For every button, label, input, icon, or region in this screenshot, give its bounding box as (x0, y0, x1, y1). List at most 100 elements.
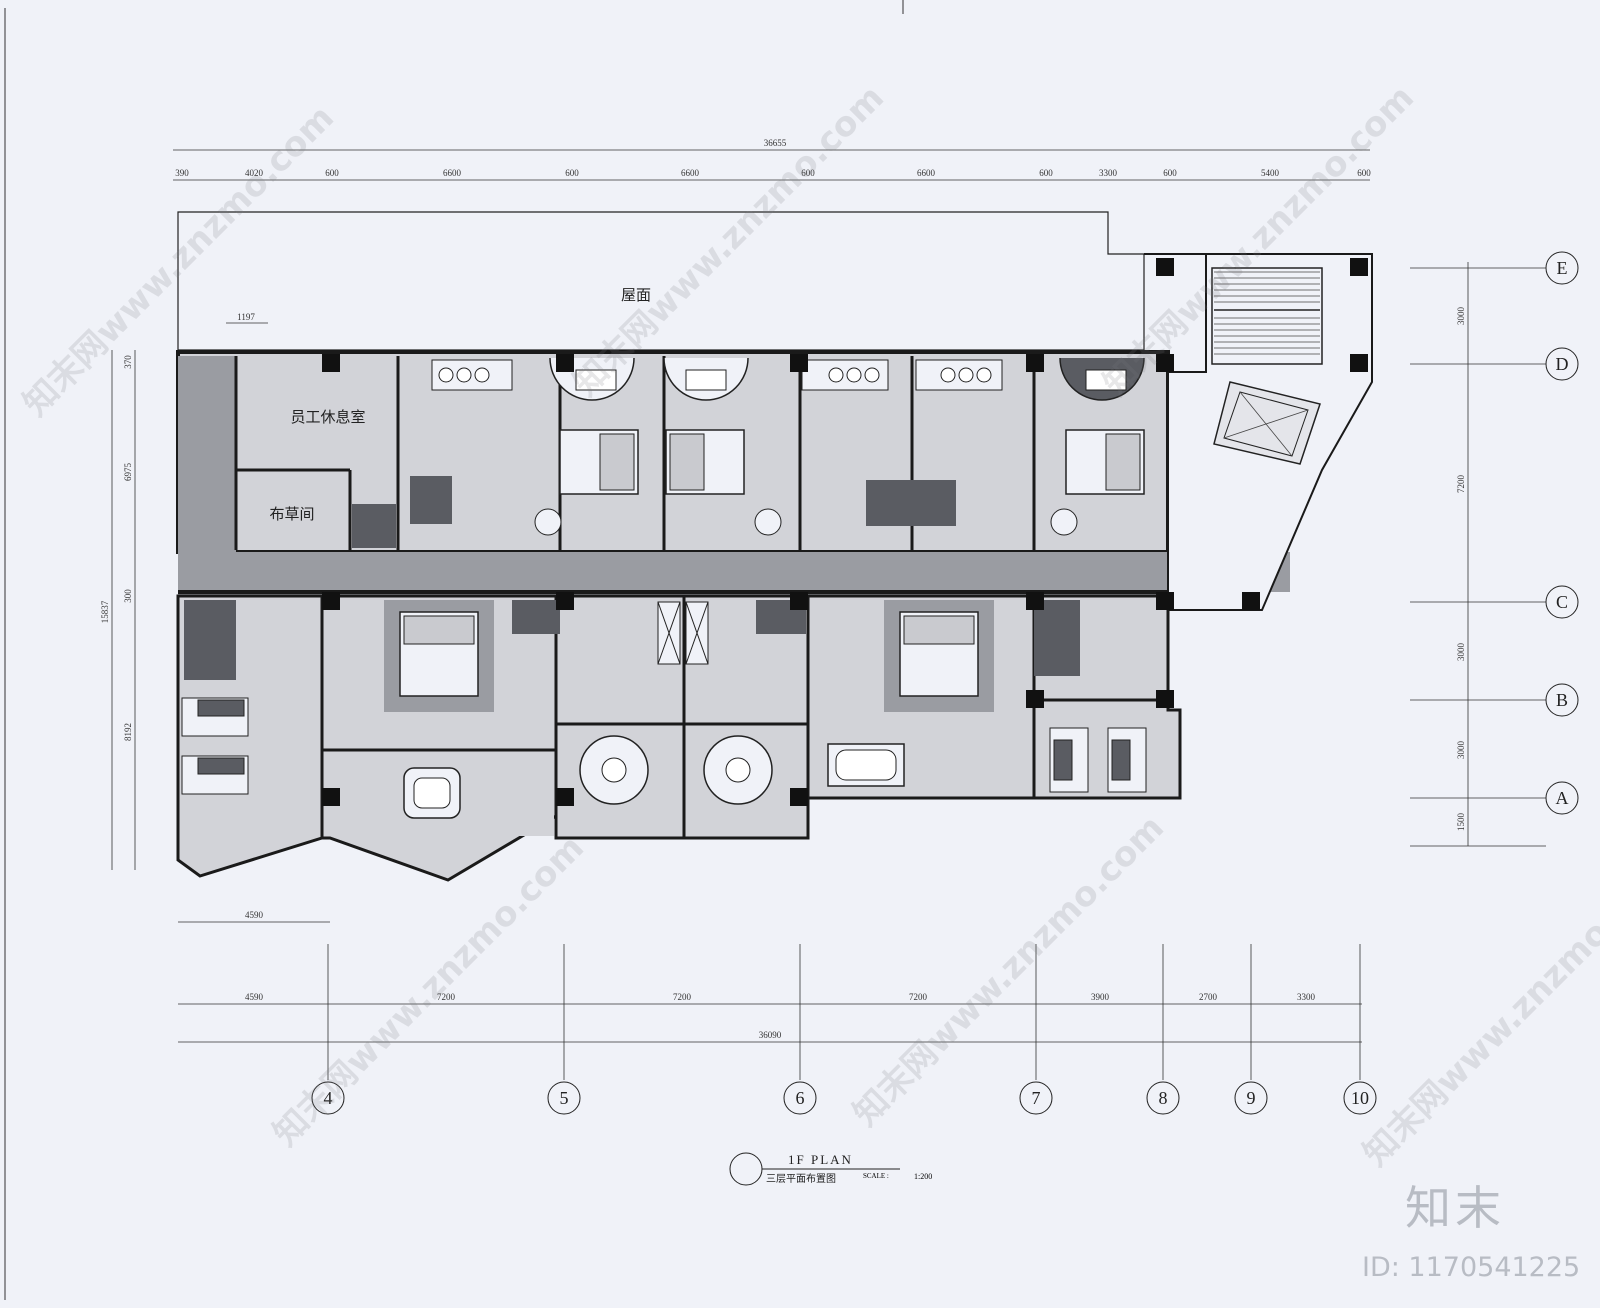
dim-bottom-total: 36090 (759, 1030, 782, 1040)
bed-upper-1 (559, 429, 639, 495)
dim-right-1: 7200 (1456, 475, 1466, 494)
dim-top-seg-7: 6600 (917, 168, 936, 178)
col-axis-label-6: 6 (796, 1088, 805, 1108)
col-axis-label-9: 9 (1247, 1088, 1256, 1108)
dining-table-1 (579, 735, 649, 805)
dim-left-8192: 8192 (123, 723, 133, 741)
staff-wc (352, 504, 396, 548)
col-axis-label-10: 10 (1351, 1088, 1369, 1108)
dim-bottom-seg-0: 4590 (245, 992, 264, 1002)
dim-bottom-seg-2: 7200 (673, 992, 692, 1002)
brand-id: ID: 1170541225 (1362, 1252, 1581, 1283)
staff-lounge (238, 358, 396, 468)
dim-bottom-seg-4: 3900 (1091, 992, 1110, 1002)
row-axis-label-D: D (1556, 354, 1569, 374)
row-axis-label-B: B (1556, 690, 1568, 710)
room-label-staff-lounge: 员工休息室 (290, 408, 365, 426)
col-axis-label-5: 5 (560, 1088, 569, 1108)
roof-outline (177, 211, 1145, 351)
room-label-linen-room: 布草间 (269, 505, 314, 523)
dim-roof-note: 1197 (237, 312, 255, 322)
col-axis-label-7: 7 (1032, 1088, 1041, 1108)
dim-top-seg-11: 5400 (1261, 168, 1280, 178)
dim-top-seg-3: 6600 (443, 168, 462, 178)
dim-right-4: 1500 (1456, 813, 1466, 832)
title-block: 1F PLAN 三层平面布置图 SCALE : 1:200 (728, 1152, 948, 1192)
row-axis-label-E: E (1557, 258, 1568, 278)
bed-upper-3 (1065, 429, 1145, 495)
brand-logo: 知末 (1405, 1181, 1505, 1235)
scale-label: SCALE : (863, 1172, 889, 1180)
right-axes: 3000 7200 3000 3000 1500 E D C B A (1410, 251, 1579, 847)
tub-upper-3 (1059, 357, 1145, 401)
dim-top-seg-10: 600 (1163, 168, 1177, 178)
columns (322, 258, 1368, 806)
tub-upper-2 (663, 357, 749, 401)
dim-top-seg-8: 600 (1039, 168, 1053, 178)
title-cn: 三层平面布置图 (766, 1174, 836, 1185)
bath-dark-1 (410, 476, 452, 524)
dim-top-seg-4: 600 (565, 168, 579, 178)
dim-top-seg-1: 4020 (245, 168, 264, 178)
chairs-upper (534, 508, 1078, 536)
dim-left-300: 300 (123, 589, 133, 603)
dim-bottom-seg-5: 2700 (1199, 992, 1218, 1002)
col-axis-bubble-10 (1343, 1081, 1377, 1115)
dim-top-seg-9: 3300 (1099, 168, 1118, 178)
dim-top-seg-0: 390 (175, 168, 189, 178)
stair-treads (1214, 271, 1320, 355)
row-axis-bubble-C (1545, 585, 1579, 619)
col-axis-label-8: 8 (1159, 1088, 1168, 1108)
title-en: 1F PLAN (788, 1152, 853, 1167)
dim-top-total: 36655 (764, 138, 787, 148)
dim-top-seg-5: 6600 (681, 168, 700, 178)
col-axis-bubble-4 (311, 1081, 345, 1115)
top-dimensions: 36655 390 4020 600 6600 600 6600 600 6600 600 330… (173, 138, 1371, 181)
dim-top-seg-2: 600 (325, 168, 339, 178)
bunk-beds-right (1049, 727, 1147, 793)
dim-left-370: 370 (123, 355, 133, 369)
dim-top-seg-6: 600 (801, 168, 815, 178)
tub-lower (827, 743, 905, 787)
dim-right-0: 3000 (1456, 307, 1466, 326)
dim-top-seg-12: 600 (1357, 168, 1371, 178)
bed-upper-2 (665, 429, 745, 495)
stair-run (1211, 267, 1323, 365)
dining-table-2 (703, 735, 773, 805)
jacuzzi (403, 767, 461, 819)
row-axis-label-C: C (1556, 592, 1568, 612)
row-axis-bubble-D (1545, 347, 1579, 381)
elevator-shaft (1213, 381, 1321, 465)
col-axis-bubble-5 (547, 1081, 581, 1115)
room-label-roof: 屋面 (621, 286, 651, 304)
bed-lower-1 (399, 611, 479, 697)
col-axis-bubble-7 (1019, 1081, 1053, 1115)
sinks-upper (438, 367, 992, 383)
row-axis-bubble-A (1545, 781, 1579, 815)
col-axis-bubble-6 (783, 1081, 817, 1115)
bunk-beds-left (181, 697, 249, 795)
col-axis-bubble-8 (1146, 1081, 1180, 1115)
row-axis-bubble-E (1545, 251, 1579, 285)
dim-bottom-seg-1: 7200 (437, 992, 456, 1002)
wardrobes-lower (657, 601, 709, 665)
bath-dark-2 (866, 480, 956, 526)
linen-room (238, 472, 348, 548)
scale-value: 1:200 (914, 1172, 933, 1181)
dim-left-total: 15837 (100, 600, 110, 623)
dim-left-6975: 6975 (123, 463, 133, 482)
col-axis-label-4: 4 (324, 1088, 333, 1108)
baths-lower (184, 600, 1080, 680)
row-axis-label-A: A (1556, 788, 1569, 808)
dim-bottom-seg-6: 3300 (1297, 992, 1316, 1002)
bed-lower-2 (899, 611, 979, 697)
dim-bottom-seg-3: 7200 (909, 992, 928, 1002)
left-dimensions: 370 6975 300 8192 15837 (100, 350, 136, 870)
title-bubble (729, 1152, 900, 1186)
col-axis-bubble-9 (1234, 1081, 1268, 1115)
dim-right-2: 3000 (1456, 643, 1466, 662)
dim-right-3: 3000 (1456, 741, 1466, 760)
